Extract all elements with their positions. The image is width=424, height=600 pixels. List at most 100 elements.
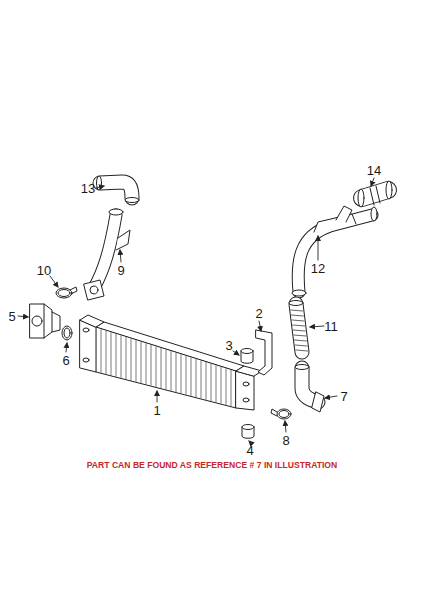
intercooler bbox=[80, 315, 104, 327]
charge-pipe-outlet bbox=[292, 290, 306, 296]
o-ring bbox=[62, 326, 72, 340]
inlet-elbow bbox=[30, 304, 60, 338]
outlet-elbow bbox=[295, 365, 324, 413]
inlet-elbow bbox=[32, 316, 42, 326]
charge-pipe bbox=[84, 209, 130, 300]
leader-lines bbox=[249, 441, 250, 442]
cooler-fin bbox=[151, 345, 152, 385]
cooler-fin bbox=[196, 359, 197, 396]
hose-rib bbox=[295, 340, 307, 341]
callout-number: 3 bbox=[225, 339, 232, 352]
leader-lines bbox=[120, 250, 121, 262]
leader-lines bbox=[18, 178, 374, 442]
cooler-fin bbox=[131, 339, 132, 380]
leader-lines bbox=[66, 343, 67, 352]
cooler-fin bbox=[231, 370, 232, 405]
charge-pipe bbox=[94, 215, 116, 288]
charge-pipe-outlet bbox=[314, 214, 356, 232]
cooler-fin bbox=[101, 330, 102, 373]
charge-pipe-outlet bbox=[371, 207, 377, 221]
grommet bbox=[241, 349, 253, 354]
outlet-elbow bbox=[295, 365, 309, 370]
intake-hose bbox=[358, 181, 392, 207]
charge-pipe-outlet bbox=[336, 206, 352, 222]
cooler-fin bbox=[186, 356, 187, 394]
cooler-fin bbox=[221, 367, 222, 403]
charge-pipe bbox=[84, 280, 104, 300]
cooler-fin bbox=[206, 363, 207, 400]
cooler-fin bbox=[111, 333, 112, 375]
intake-hose bbox=[362, 190, 388, 198]
charge-pipe-outlet bbox=[292, 206, 377, 296]
leader-lines bbox=[157, 391, 158, 402]
hose-rib bbox=[291, 310, 303, 311]
callout-number: 14 bbox=[367, 164, 381, 177]
callout-number: 5 bbox=[8, 310, 15, 323]
coupler-hose bbox=[291, 310, 308, 351]
inlet-elbow bbox=[30, 304, 52, 338]
charge-pipe-outlet bbox=[298, 215, 372, 292]
cooler-fin bbox=[146, 344, 147, 384]
charge-pipe bbox=[90, 286, 98, 294]
callout-number: 9 bbox=[117, 264, 124, 277]
hose-clamp bbox=[271, 409, 291, 419]
callout-number: 2 bbox=[255, 307, 262, 320]
hose-rib bbox=[295, 345, 307, 346]
leader-lines bbox=[50, 276, 58, 287]
hose-rib bbox=[293, 330, 305, 331]
hose-rib bbox=[294, 335, 306, 336]
leader-lines bbox=[233, 351, 239, 355]
intercooler bbox=[243, 398, 249, 402]
intercooler bbox=[96, 327, 236, 408]
intercooler bbox=[101, 330, 231, 406]
elbow-hose bbox=[100, 182, 132, 198]
callout-number: 11 bbox=[324, 320, 338, 333]
grommet bbox=[241, 349, 253, 364]
reference-note: PART CAN BE FOUND AS REFERENCE # 7 IN IL… bbox=[87, 461, 338, 470]
intercooler bbox=[83, 328, 89, 332]
leader-lines bbox=[325, 396, 337, 398]
intake-hose bbox=[362, 190, 388, 198]
hose-rib bbox=[292, 320, 304, 321]
cooler-fin bbox=[226, 369, 227, 405]
intake-hose bbox=[358, 189, 364, 207]
charge-pipe-outlet bbox=[298, 215, 372, 292]
hose-rib bbox=[291, 315, 303, 316]
cooler-fin bbox=[116, 334, 117, 376]
elbow-hose bbox=[125, 198, 139, 203]
elbow-hose bbox=[97, 176, 140, 203]
callout-number: 12 bbox=[311, 262, 325, 275]
mount-bracket bbox=[256, 330, 272, 375]
cooler-fin bbox=[156, 347, 157, 387]
outlet-elbow bbox=[312, 392, 324, 412]
intercooler bbox=[243, 382, 249, 386]
parts-illustration bbox=[64, 328, 70, 338]
charge-pipe bbox=[116, 230, 130, 250]
intake-hose bbox=[386, 181, 392, 199]
cooler-fin bbox=[141, 342, 142, 382]
coupler-hose bbox=[289, 301, 303, 306]
hose-clamp bbox=[56, 287, 77, 298]
coupler-hose bbox=[289, 301, 308, 353]
leader-lines bbox=[18, 316, 28, 317]
callout-number: 7 bbox=[340, 390, 347, 403]
hose-rib bbox=[293, 325, 305, 326]
callout-number: 8 bbox=[282, 434, 289, 447]
charge-pipe bbox=[94, 215, 116, 288]
hose-clamp bbox=[271, 409, 277, 416]
grommet bbox=[242, 425, 254, 439]
cooler-fin bbox=[211, 364, 212, 400]
leader-lines bbox=[259, 321, 261, 331]
callout-number: 6 bbox=[62, 354, 69, 367]
cooler-fin bbox=[216, 366, 217, 402]
leader-lines bbox=[285, 421, 286, 432]
cooler-fin bbox=[166, 350, 167, 389]
hose-clamp bbox=[277, 409, 291, 419]
cooler-fin bbox=[171, 352, 172, 391]
intercooler bbox=[236, 366, 262, 376]
callout-number: 10 bbox=[37, 264, 51, 277]
callout-number: 4 bbox=[246, 444, 253, 457]
hose-clamp bbox=[58, 290, 70, 297]
